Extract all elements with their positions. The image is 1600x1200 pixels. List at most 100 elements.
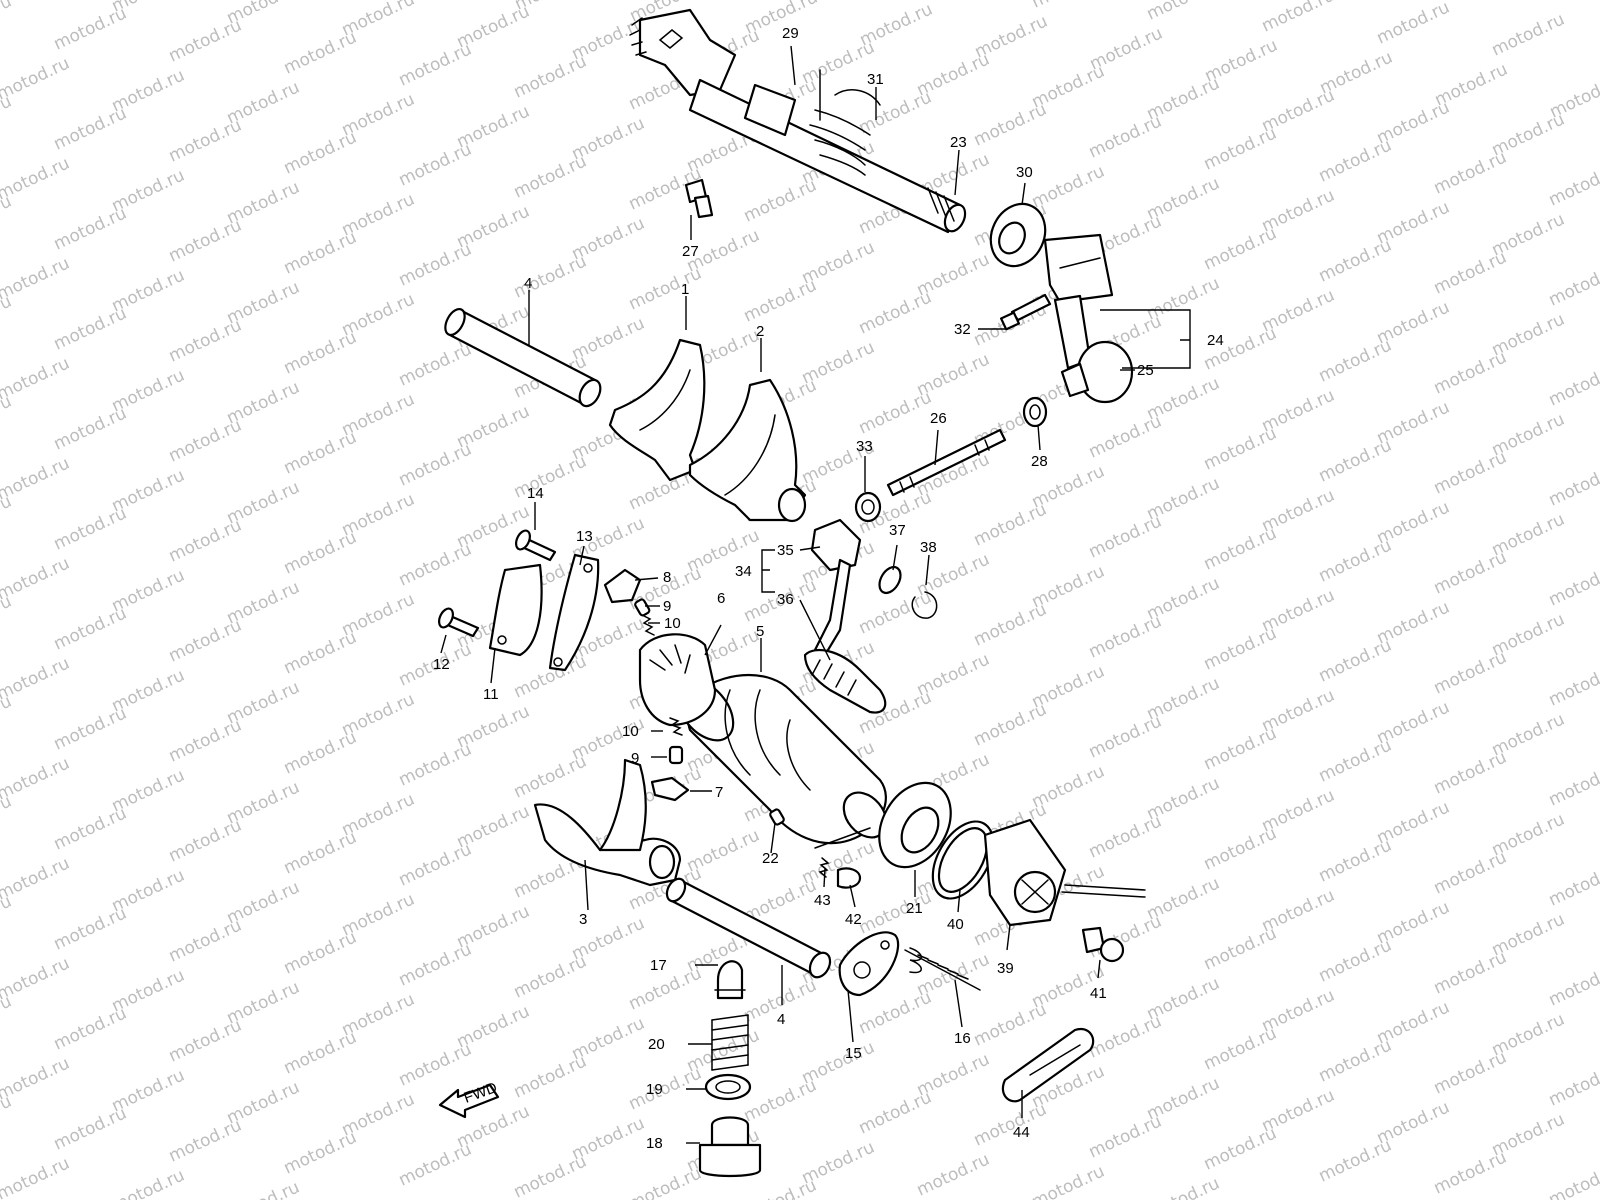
- callout-1: 1: [681, 281, 689, 298]
- stud-26: [886, 428, 1007, 497]
- watermark-text: motod.ru: [1431, 847, 1510, 898]
- watermark-text: motod.ru: [281, 27, 360, 78]
- watermark-text: motod.ru: [396, 239, 475, 290]
- watermark-text: motod.ru: [166, 315, 245, 366]
- watermark-text: motod.ru: [1201, 923, 1280, 974]
- watermark-text: motod.ru: [511, 1151, 590, 1200]
- nut-28: [1022, 396, 1048, 428]
- callout-18: 18: [646, 1135, 663, 1152]
- watermark-text: motod.ru: [396, 839, 475, 890]
- watermark-text: motod.ru: [166, 1115, 245, 1166]
- watermark-text: motod.ru: [1201, 1023, 1280, 1074]
- watermark-text: motod.ru: [1029, 1161, 1108, 1200]
- callout-10-lower: 10: [622, 723, 639, 740]
- pin-42: [836, 867, 862, 889]
- watermark-text: motod.ru: [1086, 511, 1165, 562]
- callout-22: 22: [762, 850, 779, 867]
- bracket-44: [1001, 1027, 1095, 1103]
- watermark-text: motod.ru: [0, 253, 73, 304]
- watermark-text: motod.ru: [1546, 859, 1600, 910]
- watermark-text: motod.ru: [1144, 1173, 1223, 1200]
- watermark-text: motod.ru: [1546, 659, 1600, 710]
- watermark-text: motod.ru: [1086, 711, 1165, 762]
- shift-pedal: [803, 518, 887, 714]
- leader-lines: [440, 45, 1191, 1144]
- callout-25: 25: [1137, 362, 1154, 379]
- fork-shaft-lower: [665, 877, 832, 979]
- watermark-text: motod.ru: [1316, 1035, 1395, 1086]
- watermark-text: motod.ru: [1086, 1011, 1165, 1062]
- callout-43: 43: [814, 892, 831, 909]
- spring-20: [711, 1014, 749, 1071]
- watermark-text: motod.ru: [1546, 959, 1600, 1010]
- watermark-text: motod.ru: [396, 1039, 475, 1090]
- callout-9-upper: 9: [663, 598, 671, 615]
- screw-14: [515, 529, 557, 562]
- watermark-text: motod.ru: [51, 603, 130, 654]
- watermark-text: motod.ru: [0, 853, 73, 904]
- watermark-text: motod.ru: [626, 1163, 705, 1200]
- callout-20: 20: [648, 1036, 665, 1053]
- watermark-text: motod.ru: [0, 1153, 73, 1200]
- cam-bearing: [878, 781, 952, 869]
- callout-36: 36: [777, 591, 794, 608]
- watermark-text: motod.ru: [511, 451, 590, 502]
- shift-fork-2: [688, 378, 807, 523]
- watermark-text: motod.ru: [1374, 0, 1453, 49]
- watermark-text: motod.ru: [166, 215, 245, 266]
- watermark-text: motod.ru: [1316, 735, 1395, 786]
- callout-15: 15: [845, 1045, 862, 1062]
- watermark-text: motod.ru: [281, 227, 360, 278]
- washer-19: [704, 1073, 752, 1101]
- plug-18: [698, 1116, 762, 1178]
- watermark-text: motod.ru: [1431, 1047, 1510, 1098]
- callout-4-lower: 4: [777, 1011, 785, 1028]
- return-spring: [809, 69, 881, 176]
- watermark-text: motod.ru: [1431, 947, 1510, 998]
- shift-fork-1: [608, 338, 706, 482]
- watermark-text: motod.ru: [741, 1175, 820, 1200]
- pawl-7: [650, 776, 690, 802]
- watermark-text: motod.ru: [741, 275, 820, 326]
- watermark-text: motod.ru: [1431, 347, 1510, 398]
- callout-13: 13: [576, 528, 593, 545]
- bolt-41: [1081, 926, 1125, 963]
- watermark-text: motod.ru: [856, 87, 935, 138]
- callout-33: 33: [856, 438, 873, 455]
- watermark-text: motod.ru: [281, 127, 360, 178]
- watermark-text: motod.ru: [396, 539, 475, 590]
- watermark-text: motod.ru: [511, 1051, 590, 1102]
- watermark-text: motod.ru: [1316, 435, 1395, 486]
- callout-30: 30: [1016, 164, 1033, 181]
- watermark-text: motod.ru: [511, 151, 590, 202]
- watermark-text: motod.ru: [1546, 359, 1600, 410]
- pin-9-upper: [634, 598, 651, 617]
- watermark-text: motod.ru: [741, 1075, 820, 1126]
- watermark-text: motod.ru: [1144, 0, 1223, 25]
- watermark-text: motod.ru: [0, 153, 73, 204]
- cam-driven-gear: [638, 633, 717, 727]
- cam-guide-plate: [548, 553, 600, 672]
- callout-28: 28: [1031, 453, 1048, 470]
- spring-10-upper: [641, 614, 655, 636]
- pawl-8: [603, 568, 642, 604]
- watermark-text: motod.ru: [281, 327, 360, 378]
- watermark-text: motod.ru: [856, 387, 935, 438]
- watermark-text: motod.ru: [511, 751, 590, 802]
- callout-3: 3: [579, 911, 587, 928]
- watermark-text: motod.ru: [511, 951, 590, 1002]
- watermark-text: motod.ru: [971, 99, 1050, 150]
- shaft-bolt-27: [684, 178, 714, 219]
- callout-12: 12: [433, 656, 450, 673]
- watermark-text: motod.ru: [396, 439, 475, 490]
- watermark-text: motod.ru: [0, 653, 73, 704]
- watermark-text: motod.ru: [51, 3, 130, 54]
- watermark-text: motod.ru: [1086, 1111, 1165, 1162]
- watermark-text: motod.ru: [166, 715, 245, 766]
- watermark-text: motod.ru: [51, 103, 130, 154]
- cam-stopper-15: [838, 931, 900, 997]
- watermark-text: motod.ru: [281, 927, 360, 978]
- watermark-text: motod.ru: [856, 887, 935, 938]
- watermark-text: motod.ru: [51, 1003, 130, 1054]
